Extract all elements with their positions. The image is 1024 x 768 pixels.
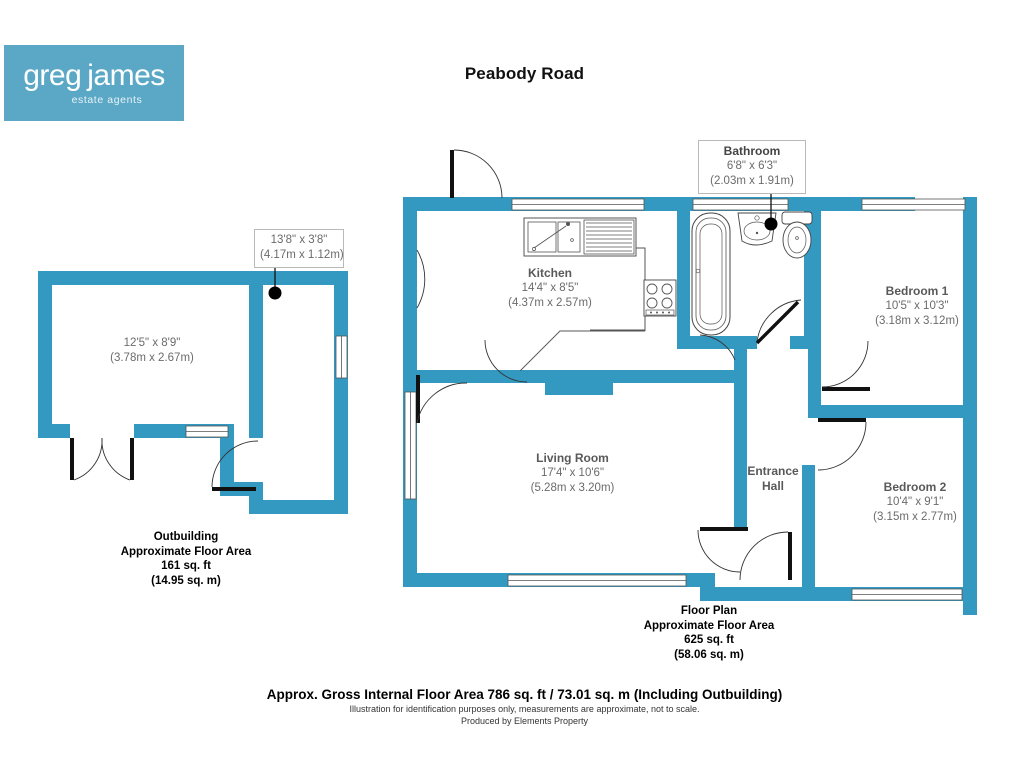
sink-unit [523,217,637,257]
kitchen-name: Kitchen [527,266,572,280]
outbuilding-store-dims-imperial: 13'8" x 3'8" [270,234,328,246]
room-label-bathroom: Bathroom 6'8" x 6'3" (2.03m x 1.91m) [698,140,806,194]
windows-main [404,198,966,601]
living-room-name: Living Room [536,451,609,465]
bedroom-2-dims-metric: (3.15m x 2.77m) [873,511,957,523]
footer-disclaimer: Illustration for identification purposes… [349,704,700,714]
outbuilding-area-line-1: Outbuilding [153,531,219,543]
footer-gross-area: Approx. Gross Internal Floor Area 786 sq… [266,687,783,702]
toilet-icon [781,211,813,259]
area-summary-outbuilding: Outbuilding Approximate Floor Area 161 s… [97,530,275,588]
bathroom-name: Bathroom [723,144,781,158]
outbuilding-walls [38,271,348,514]
entrance-hall-name-line-2: Hall [761,479,784,493]
outbuilding-main-dims-imperial: 12'5" x 8'9" [123,337,181,349]
logo-word-james: james [87,58,165,92]
room-label-entrance-hall: Entrance Hall [735,464,811,494]
outbuilding-doors [70,437,259,491]
living-room-dims-imperial: 17'4" x 10'6" [540,467,605,479]
room-label-bedroom-1: Bedroom 1 10'5" x 10'3" (3.18m x 3.12m) [837,284,997,329]
logo-tagline: estate agents [71,93,143,106]
outbuilding-store-dims-metric: (4.17m x 1.12m) [260,249,344,261]
room-label-living-room: Living Room 17'4" x 10'6" (5.28m x 3.20m… [490,451,655,496]
living-room-dims-metric: (5.28m x 3.20m) [530,482,615,494]
room-label-outbuilding-store: 13'8" x 3'8" (4.17m x 1.12m) [254,229,344,268]
page-title: Peabody Road [0,64,1024,84]
kitchen-dims-imperial: 14'4" x 8'5" [521,282,579,294]
page-title-text: Peabody Road [464,64,585,83]
outbuilding-area-line-3: 161 sq. ft [161,560,211,572]
outbuilding-windows [185,335,348,438]
floorplan-area-line-2: Approximate Floor Area [643,619,775,632]
room-label-bedroom-2: Bedroom 2 10'4" x 9'1" (3.15m x 2.77m) [835,480,995,525]
hob-icon [643,279,677,317]
bedroom-1-dims-metric: (3.18m x 3.12m) [875,315,959,327]
bathroom-leader-dot [764,217,778,231]
floorplan-area-line-3: 625 sq. ft [684,634,734,646]
kitchen-dims-metric: (4.37m x 2.57m) [508,297,592,309]
outbuilding-leader-dot [268,286,282,300]
outbuilding-main-dims-metric: (3.78m x 2.67m) [110,352,194,364]
bath-icon [691,212,731,336]
entrance-hall-name-line-1: Entrance [747,464,799,478]
bedroom-2-dims-imperial: 10'4" x 9'1" [886,496,944,508]
bedroom-2-name: Bedroom 2 [883,480,947,494]
room-label-outbuilding-main: 12'5" x 8'9" (3.78m x 2.67m) [72,336,232,366]
doors-main [416,149,870,581]
floorplan-area-line-1: Floor Plan [680,605,738,617]
footer: Approx. Gross Internal Floor Area 786 sq… [0,686,1024,727]
bathroom-dims-imperial: 6'8" x 6'3" [726,160,778,172]
bathroom-dims-metric: (2.03m x 1.91m) [710,175,794,187]
logo-word-greg: greg [23,58,82,92]
footer-producer: Produced by Elements Property [460,716,589,726]
outbuilding-area-line-2: Approximate Floor Area [120,545,252,558]
bedroom-1-name: Bedroom 1 [885,284,949,298]
floorplan-area-line-4: (58.06 sq. m) [674,648,744,661]
main-dwelling-walls [403,197,977,615]
bedroom-1-dims-imperial: 10'5" x 10'3" [885,300,949,312]
area-summary-floorplan: Floor Plan Approximate Floor Area 625 sq… [620,604,798,662]
room-label-kitchen: Kitchen 14'4" x 8'5" (4.37m x 2.57m) [470,266,630,311]
outbuilding-area-line-4: (14.95 sq. m) [151,574,221,587]
